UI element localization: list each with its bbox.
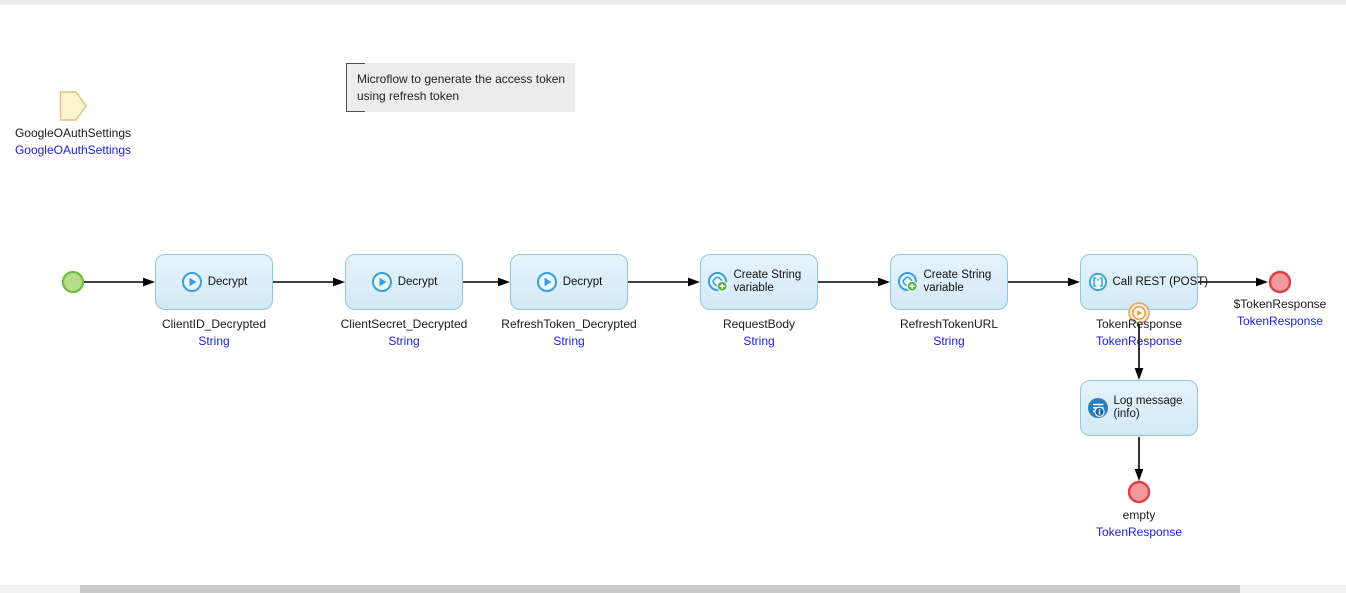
activity-caption: ClientSecret_Decrypted [340,317,468,331]
end-event-caption: empty [1122,508,1156,522]
activity-create-variable-2[interactable]: Create String variable [890,254,1008,310]
play-circle-icon [181,272,202,292]
activity-label: Create String variable [733,269,802,294]
end-event-type-link[interactable]: TokenResponse [1095,525,1183,539]
log-list-info-icon [1087,398,1108,418]
horizontal-scrollbar-track[interactable] [0,585,1346,593]
activity-decrypt-1[interactable]: Decrypt [155,254,273,310]
activity-caption: RefreshToken_Decrypted [501,317,637,331]
canvas-top-edge [0,0,1346,5]
end-event-type-link[interactable]: TokenResponse [1236,314,1324,328]
activity-caption: ClientID_Decrypted [161,317,267,331]
parameter-pentagon-icon[interactable] [57,90,89,122]
activity-label: Log message (info) [1113,395,1183,420]
horizontal-scrollbar-thumb[interactable] [80,585,1240,593]
activity-type-link[interactable]: String [933,334,965,348]
annotation-text: Microflow to generate the access token u… [357,72,566,103]
activity-caption: TokenResponse [1095,317,1183,331]
activity-type-link[interactable]: TokenResponse [1095,334,1183,348]
activity-label: Decrypt [207,275,248,288]
activity-type-link[interactable]: String [743,334,775,348]
continue-play-icon[interactable] [1128,302,1150,324]
end-event-caption: $TokenResponse [1233,297,1327,311]
activity-caption: RefreshTokenURL [899,317,999,331]
parameter-entity-link[interactable]: GoogleOAuthSettings [14,143,132,157]
start-event[interactable] [61,270,85,294]
activity-type-link[interactable]: String [553,334,585,348]
activity-decrypt-3[interactable]: Decrypt [510,254,628,310]
end-event[interactable] [1127,480,1151,504]
variable-plus-icon [897,272,918,292]
activity-create-variable-1[interactable]: Create String variable [700,254,818,310]
brackets-circle-icon [1088,272,1107,292]
end-event[interactable] [1268,270,1292,294]
activity-type-link[interactable]: String [388,334,420,348]
variable-plus-icon [707,272,728,292]
activity-caption: RequestBody [722,317,796,331]
play-circle-icon [371,272,392,292]
activity-label: Decrypt [562,275,603,288]
activity-decrypt-2[interactable]: Decrypt [345,254,463,310]
activity-label: Create String variable [923,269,992,294]
activity-type-link[interactable]: String [198,334,230,348]
activity-label: Decrypt [397,275,438,288]
parameter-name: GoogleOAuthSettings [14,126,132,140]
activity-log-message[interactable]: Log message (info) [1080,380,1198,436]
activity-call-rest[interactable]: Call REST (POST) [1080,254,1209,310]
activity-label: Call REST (POST) [1112,275,1209,288]
play-circle-icon [536,272,557,292]
annotation-box[interactable]: Microflow to generate the access token u… [346,63,575,112]
